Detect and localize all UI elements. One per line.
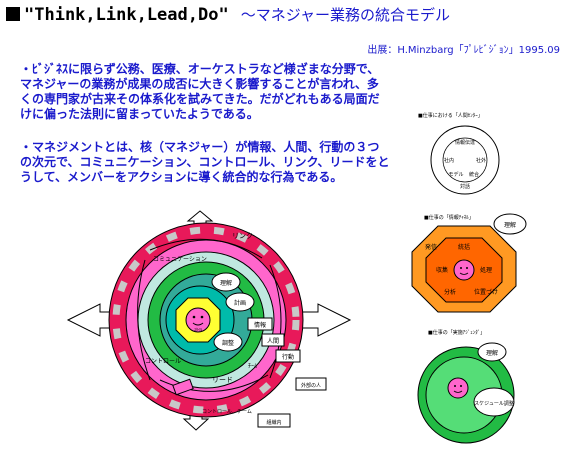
- box-outer: [257, 413, 291, 428]
- box-people-text: 人間: [267, 338, 279, 345]
- bubble-vision: [211, 272, 241, 292]
- side2-tl: 発信: [425, 243, 437, 251]
- link-arrow-curve: [149, 238, 263, 259]
- side3-bubble1: [477, 342, 507, 362]
- box-info: [247, 317, 273, 331]
- main-diagram: ｽﾀｲﾙ リンク コミュニケーション コントロール リード ﾁｰﾑ 理解 計画 …: [66, 210, 352, 431]
- box-outside-text: 外部の人: [301, 382, 321, 389]
- core-label: ｽﾀｲﾙ: [194, 326, 202, 332]
- side1-left: 社内: [444, 157, 454, 164]
- side-diagram-3: ■仕事の「実施ｱｼﾞｪﾝﾀﾞ」 理解 スケジュール調整: [417, 329, 515, 444]
- side2-tr: 統括: [458, 243, 470, 251]
- side1-caption: ■仕事における「人間ｾﾝﾀｰ」: [418, 112, 483, 119]
- side2-bubble: [493, 213, 527, 235]
- side1-bottom1: モデル: [448, 171, 463, 178]
- side2-bl: 分析: [444, 288, 456, 296]
- core-smile: [192, 322, 204, 326]
- label-lead: リード: [212, 376, 233, 384]
- right-arrow-curve: [269, 264, 282, 379]
- bubble-doing: [213, 332, 243, 352]
- box-info-text: 情報: [254, 321, 266, 329]
- right-arrow: [301, 303, 352, 337]
- bottom-caption: コントロール、チーム: [202, 409, 252, 415]
- title-main: "Think,Link,Lead,Do": [24, 5, 229, 25]
- side3-face: [447, 377, 469, 399]
- bubble-thinking-text: 計画: [234, 299, 246, 307]
- label-control: コントロール: [145, 358, 181, 365]
- paragraph-1: ・ﾋﾞｼﾞﾈｽに限らず公務、医療、オーケストラなど様ざまな分野で、マネジャーの業…: [20, 62, 380, 121]
- core-eye-right: [200, 315, 204, 319]
- side2-smile: [459, 272, 469, 275]
- label-communication: コミュニケーション: [153, 256, 207, 263]
- side1-inner-circle: [442, 137, 488, 183]
- side1-base: 対話: [460, 183, 470, 190]
- side1-top: 情報伝達: [455, 139, 475, 146]
- box-outside: [295, 377, 327, 391]
- box-people: [261, 333, 285, 347]
- outer-ring-stripes: [112, 226, 300, 414]
- side1-bottom2: 統合: [469, 171, 479, 178]
- paragraph-2: ・マネジメントとは、核（マネジャー）が情報、人間、行動の３つの次元で、コミュニケ…: [20, 140, 390, 184]
- side2-eye-right: [466, 267, 468, 269]
- box-bottom-left: [172, 378, 194, 396]
- side3-eye-right: [460, 385, 462, 387]
- side-diagram-1: ■仕事における「人間ｾﾝﾀｰ」 情報伝達 社内 社外 モデル 統合 対話: [418, 112, 500, 195]
- side2-eye-left: [460, 267, 462, 269]
- side1-right: 社外: [476, 157, 486, 164]
- box-action: [275, 349, 301, 363]
- label-team: ﾁｰﾑ: [248, 363, 257, 370]
- side2-br: 位置づけ: [474, 288, 498, 296]
- side3-bubble2-text: スケジュール調整: [474, 400, 514, 407]
- title-bullet-square: [6, 7, 20, 21]
- side2-bubble-text: 理解: [504, 221, 516, 229]
- source-citation: 出展：H.Minzbarg「ﾌﾟﾚﾋﾞｼﾞｮﾝ」1995.09: [367, 45, 560, 56]
- side3-bubble1-text: 理解: [486, 349, 498, 357]
- box-outer-text: 組織内: [266, 419, 281, 426]
- side2-mr: 処理: [480, 266, 492, 274]
- side3-eye-left: [454, 385, 456, 387]
- bubble-thinking: [225, 292, 255, 312]
- bubble-doing-text: 調整: [222, 339, 234, 347]
- box-action-text: 行動: [282, 353, 294, 361]
- page-title: "Think,Link,Lead,Do" ～マネジャー業務の統合モデル: [6, 4, 450, 25]
- side3-caption: ■仕事の「実施ｱｼﾞｪﾝﾀﾞ」: [428, 329, 485, 336]
- bubble-vision-text: 理解: [220, 279, 232, 287]
- core-eye-left: [192, 315, 196, 319]
- side3-bubble2: [473, 387, 515, 417]
- lead-arrow-curve: [159, 374, 269, 392]
- left-arrow-curve: [137, 259, 151, 381]
- side2-ml: 収集: [436, 266, 448, 274]
- title-subtitle: ～マネジャー業務の統合モデル: [240, 6, 450, 24]
- side2-face: [453, 259, 475, 281]
- side-diagram-2: ■仕事の「情報ﾁｬﾈﾙ」 理解 発信 統括 収集 処理 分析 位置づけ: [411, 213, 527, 313]
- side1-outer-circle: [430, 125, 500, 195]
- core-face: [185, 307, 211, 333]
- side3-smile: [453, 390, 463, 393]
- side2-caption: ■仕事の「情報ﾁｬﾈﾙ」: [424, 214, 474, 221]
- label-link: リンク: [232, 232, 253, 240]
